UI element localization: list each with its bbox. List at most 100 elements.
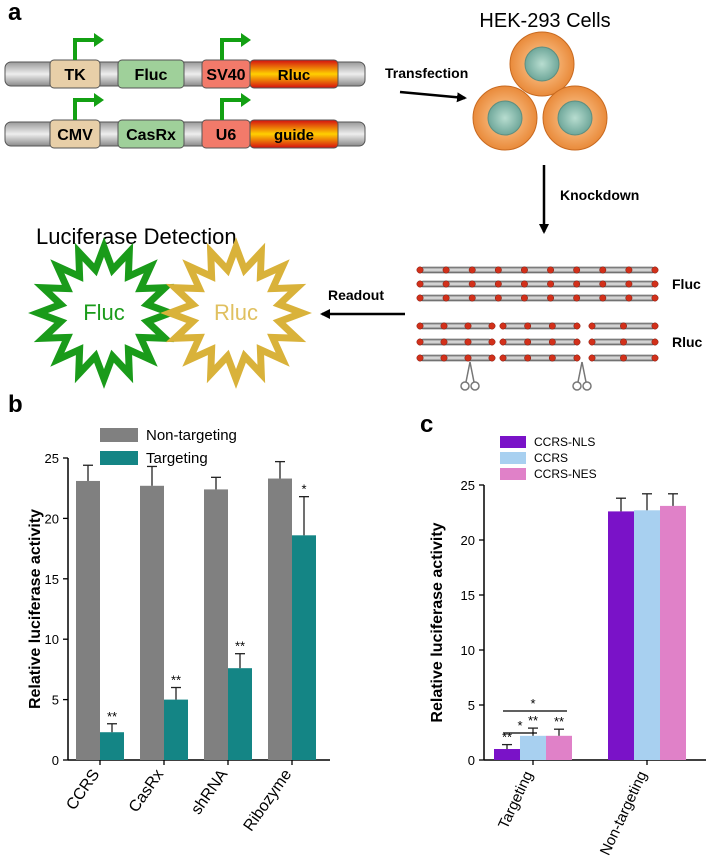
promoter-arrow-icon — [73, 38, 96, 60]
rna-cap — [494, 280, 502, 288]
readout-label: Readout — [328, 287, 384, 303]
legend-label: CCRS — [534, 451, 568, 465]
rna-cap — [416, 294, 424, 302]
significance-label: ** — [107, 709, 117, 724]
rna-cap — [620, 322, 627, 330]
promoter-arrow-icon — [241, 33, 251, 47]
promoter-arrow-icon — [94, 93, 104, 107]
y-tick-label: 10 — [461, 643, 475, 658]
promoter-arrow-icon — [73, 98, 96, 120]
rna-cap — [440, 322, 448, 330]
rna-cap — [416, 322, 424, 330]
rna-cap — [524, 338, 532, 346]
rna-cap — [620, 338, 627, 346]
gene-casrx — [117, 119, 185, 149]
scissors-icon — [460, 361, 480, 391]
burst-rluc-label: Rluc — [214, 300, 258, 325]
rna-cap — [599, 294, 607, 302]
rna-cap — [625, 294, 633, 302]
y-tick-label: 15 — [461, 588, 475, 603]
promoter-arrow-icon — [220, 98, 243, 120]
rna-cap — [464, 322, 472, 330]
x-tick-label: CasRx — [126, 767, 167, 816]
rna-cap — [440, 354, 448, 362]
bar — [520, 735, 546, 760]
rna-cap — [588, 322, 596, 330]
rna-cap — [494, 266, 502, 274]
y-tick-label: 25 — [461, 478, 475, 493]
rna-cap — [468, 266, 476, 274]
y-tick-label: 25 — [45, 451, 59, 466]
rna-cap — [651, 280, 659, 288]
construct-1: TK Fluc SV40 Rluc — [4, 33, 366, 89]
gene-guide-label: guide — [274, 127, 314, 144]
burst-fluc-label: Fluc — [83, 300, 125, 325]
rna-cap — [499, 338, 507, 346]
rna-rluc-label: Rluc — [672, 334, 703, 350]
gene-fluc-label: Fluc — [135, 67, 168, 84]
bar — [164, 699, 188, 760]
rna-cap — [520, 266, 528, 274]
gene-rluc — [249, 59, 339, 89]
rna-cap — [625, 266, 633, 274]
rna-cap — [488, 322, 496, 330]
rna-cap — [520, 280, 528, 288]
x-tick-label: Ribozyme — [241, 766, 296, 834]
construct-2: CMV CasRx U6 guide — [4, 93, 366, 149]
rna-cap — [573, 338, 581, 346]
legend-label: CCRS-NLS — [534, 435, 595, 449]
rna-strand — [419, 294, 656, 302]
rna-strand — [419, 354, 493, 362]
rna-cap — [524, 354, 532, 362]
y-tick-label: 20 — [461, 533, 475, 548]
rna-cap — [651, 266, 659, 274]
rna-cap — [416, 354, 424, 362]
y-axis-label: Relative luciferase activity — [27, 509, 44, 709]
bar — [204, 489, 228, 760]
bar — [634, 510, 660, 760]
bar — [268, 478, 292, 760]
gene-casrx-label: CasRx — [126, 127, 176, 144]
rna-cap — [651, 354, 659, 362]
fluc-burst-icon — [28, 237, 180, 389]
promoter-u6-label: U6 — [216, 127, 237, 144]
rna-cap — [588, 354, 596, 362]
significance-label: * — [301, 482, 306, 497]
rna-strand — [419, 322, 493, 330]
bar — [100, 732, 124, 760]
rna-cap — [573, 294, 581, 302]
rna-cap — [620, 354, 627, 362]
rna-cap — [548, 354, 556, 362]
rna-cap — [442, 280, 450, 288]
transfection-arrow-icon — [399, 90, 467, 103]
rna-cap — [468, 280, 476, 288]
rna-cap — [488, 354, 496, 362]
x-tick-label: shRNA — [188, 766, 231, 818]
rna-cap — [464, 354, 472, 362]
rna-cap — [547, 294, 555, 302]
rna-cap — [573, 266, 581, 274]
cell-icon — [542, 85, 608, 151]
legend-swatch — [500, 436, 526, 448]
rna-molecules — [416, 266, 659, 362]
promoter-cmv-label: CMV — [57, 127, 93, 144]
rna-cap — [442, 294, 450, 302]
rna-cap — [599, 280, 607, 288]
bar — [292, 535, 316, 760]
legend-label: Targeting — [146, 450, 208, 467]
rna-cap — [464, 338, 472, 346]
rna-cap — [442, 266, 450, 274]
bar — [76, 480, 100, 760]
rna-cap — [547, 266, 555, 274]
legend-swatch — [500, 468, 526, 480]
bar — [494, 749, 520, 760]
scissors-icon — [572, 361, 592, 391]
panel-label-c: c — [420, 411, 433, 438]
significance-label: ** — [171, 673, 181, 688]
y-tick-label: 20 — [45, 511, 59, 526]
y-axis-label: Relative luciferase activity — [429, 522, 446, 722]
rna-cap — [573, 322, 581, 330]
rna-fluc-label: Fluc — [672, 276, 701, 292]
rna-strand — [419, 338, 493, 346]
